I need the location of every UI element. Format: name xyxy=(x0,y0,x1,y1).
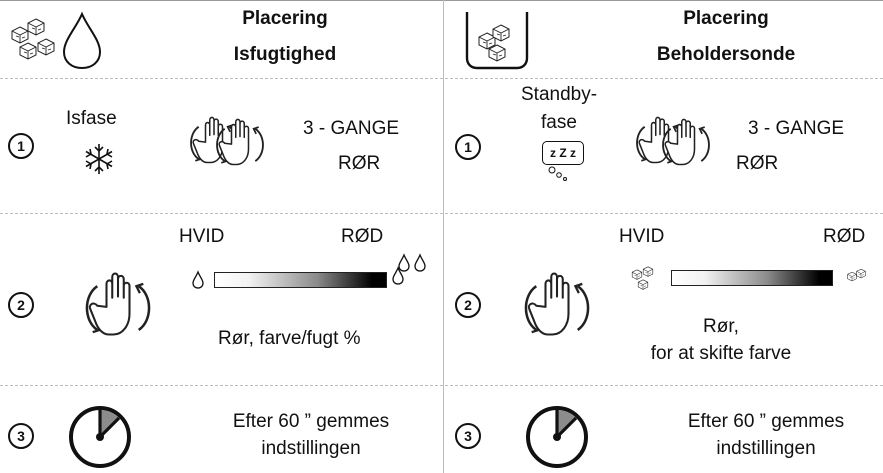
sleep-bubble-icon: z Z z xyxy=(542,141,584,165)
touch-hand-icon xyxy=(524,272,590,336)
header-title: Placering xyxy=(242,8,328,29)
phase-label: Standby- xyxy=(521,84,598,105)
step-number: 3 xyxy=(8,423,34,449)
water-drop-icon xyxy=(62,11,102,70)
step-number: 1 xyxy=(8,133,34,159)
step-count: 3 - GANGE xyxy=(303,118,400,139)
header-subtitle: Isfugtighed xyxy=(233,44,337,65)
step-action: RØR xyxy=(736,153,779,174)
step-number: 3 xyxy=(455,423,481,449)
timer-icon xyxy=(69,406,131,468)
scale-caption: Rør, farve/fugt % xyxy=(218,328,361,349)
thought-dots xyxy=(548,166,567,181)
touch-hands-icon xyxy=(190,116,264,166)
water-drops-icon xyxy=(392,253,426,285)
center-divider xyxy=(443,0,444,473)
row-divider xyxy=(0,385,883,386)
step-action: RØR xyxy=(338,153,381,174)
color-scale-bar xyxy=(214,272,387,288)
ice-cubes-small-icon xyxy=(631,266,654,290)
scale-high-label: RØD xyxy=(823,226,866,247)
ice-container-icon xyxy=(465,12,529,70)
panel-isfugtighed: Placering Isfugtighed 1 Isfase 3 - GANGE… xyxy=(8,8,426,468)
sleep-glyph: z Z z xyxy=(550,146,576,160)
scale-low-label: HVID xyxy=(619,226,665,247)
step-count: 3 - GANGE xyxy=(748,118,845,139)
water-drop-small-icon xyxy=(192,270,204,289)
panel-beholdersonde: Placering Beholdersonde 1 Standby- fase … xyxy=(443,0,883,473)
top-border xyxy=(0,0,883,1)
touch-hand-icon xyxy=(85,272,151,336)
phase-label-2: fase xyxy=(541,112,577,133)
ice-cubes-icon xyxy=(11,18,55,60)
save-note-line1: Efter 60 ” gemmes xyxy=(687,411,845,432)
header-subtitle: Beholdersonde xyxy=(656,44,796,65)
timer-icon xyxy=(526,406,588,468)
scale-caption-2: for at skifte farve xyxy=(650,343,792,364)
step-number: 1 xyxy=(455,134,481,160)
save-note-line2: indstillingen xyxy=(716,438,816,459)
row-divider xyxy=(0,78,883,79)
row-divider xyxy=(0,213,883,214)
step-number: 2 xyxy=(455,292,481,318)
snowflake-icon xyxy=(85,144,113,174)
phase-label: Isfase xyxy=(66,108,117,129)
save-note-line1: Efter 60 ” gemmes xyxy=(232,411,390,432)
scale-low-label: HVID xyxy=(179,226,225,247)
header-title: Placering xyxy=(683,8,769,29)
step-number: 2 xyxy=(8,292,34,318)
ice-cubes-small-icon xyxy=(847,268,866,282)
save-note-line2: indstillingen xyxy=(261,438,361,459)
scale-caption: Rør, xyxy=(703,316,739,337)
scale-high-label: RØD xyxy=(341,226,384,247)
color-scale-bar xyxy=(671,270,833,286)
touch-hands-icon xyxy=(636,116,710,166)
